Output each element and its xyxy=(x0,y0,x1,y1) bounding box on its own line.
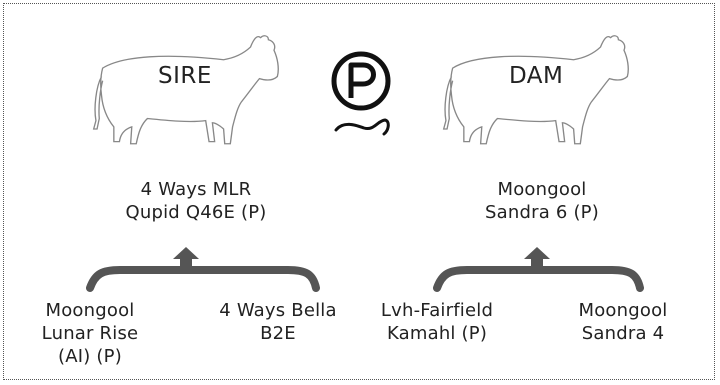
sire-bracket-arrow-icon xyxy=(86,247,320,292)
dam-name-line2: Sandra 6 (P) xyxy=(485,202,599,223)
sire-name-line1: 4 Ways MLR xyxy=(140,179,252,200)
dam-parent-2: Moongool Sandra 4 xyxy=(563,299,683,345)
dam-name-line1: Moongool xyxy=(497,179,587,200)
dam-parent-1-line2: Kamahl (P) xyxy=(386,323,488,344)
sire-parent-1-line2: Lunar Rise xyxy=(41,323,139,344)
sire-cow-icon xyxy=(93,35,279,145)
sire-label: SIRE xyxy=(158,63,212,89)
pedigree-frame xyxy=(3,3,715,380)
dam-bracket-arrow-icon xyxy=(433,247,644,292)
dam-parent-1-line1: Lvh-Fairfield xyxy=(380,300,494,321)
dam-label: DAM xyxy=(509,63,564,89)
dam-name: Moongool Sandra 6 (P) xyxy=(442,178,642,224)
dam-parent-1: Lvh-Fairfield Kamahl (P) xyxy=(367,299,507,345)
dam-parent-2-line2: Sandra 4 xyxy=(581,323,665,344)
sire-parent-2-line1: 4 Ways Bella xyxy=(219,300,337,321)
sire-parent-2-line2: B2E xyxy=(260,323,296,344)
dam-parent-2-line1: Moongool xyxy=(578,300,668,321)
sire-parent-1-line1: Moongool xyxy=(45,300,135,321)
sire-name: 4 Ways MLR Qupid Q46E (P) xyxy=(80,178,312,224)
sire-parent-1: Moongool Lunar Rise (AI) (P) xyxy=(30,299,150,368)
polled-icon xyxy=(331,51,391,136)
sire-parent-2: 4 Ways Bella B2E xyxy=(208,299,348,345)
sire-name-line2: Qupid Q46E (P) xyxy=(125,202,267,223)
sire-parent-1-line3: (AI) (P) xyxy=(58,346,122,367)
dam-cow-icon xyxy=(443,35,629,145)
